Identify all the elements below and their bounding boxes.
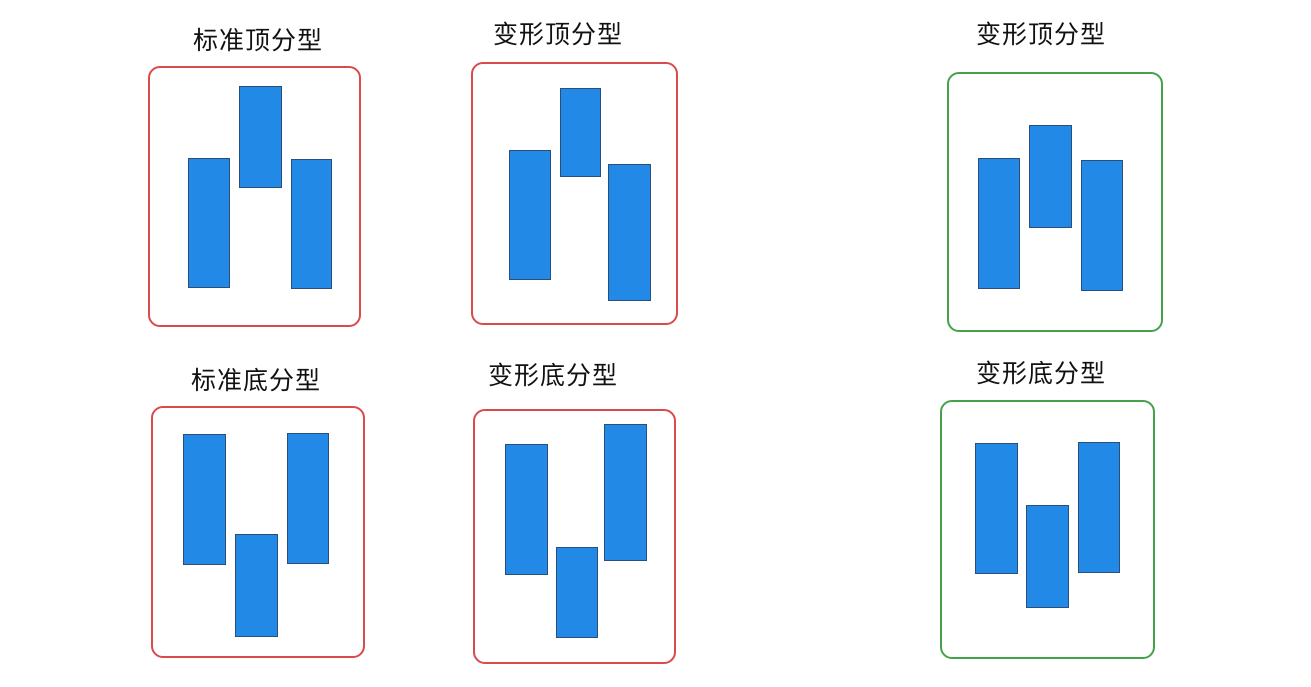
bar-left (509, 150, 551, 280)
bar-left (505, 444, 548, 575)
bar-middle (1026, 505, 1069, 608)
bar-right (608, 164, 651, 301)
panel-frame-variant-bottom-alt (940, 400, 1155, 659)
panel-frame-variant-top-alt (947, 72, 1163, 332)
bar-left (978, 158, 1020, 289)
bar-right (291, 159, 332, 289)
bar-middle (556, 547, 598, 638)
panel-frame-variant-bottom (473, 409, 676, 664)
bar-middle (1029, 125, 1072, 228)
panel-title-variant-top-alt: 变形顶分型 (976, 20, 1107, 49)
panel-title-variant-bottom-alt: 变形底分型 (976, 359, 1107, 388)
panel-title-variant-bottom: 变形底分型 (488, 361, 619, 390)
bar-right (604, 424, 647, 561)
bar-middle (560, 88, 601, 177)
panel-title-standard-top: 标准顶分型 (193, 26, 324, 55)
bar-middle (235, 534, 278, 637)
bar-right (1081, 160, 1123, 291)
bar-left (188, 158, 230, 288)
panel-frame-standard-bottom (151, 406, 365, 658)
bar-right (1078, 442, 1120, 573)
bar-left (975, 443, 1018, 574)
panel-title-standard-bottom: 标准底分型 (191, 366, 322, 395)
panel-frame-variant-top (471, 62, 678, 325)
bar-left (183, 434, 226, 565)
panel-title-variant-top: 变形顶分型 (493, 20, 624, 49)
bar-middle (239, 86, 282, 188)
bar-right (287, 433, 329, 564)
panel-frame-standard-top (148, 66, 361, 327)
